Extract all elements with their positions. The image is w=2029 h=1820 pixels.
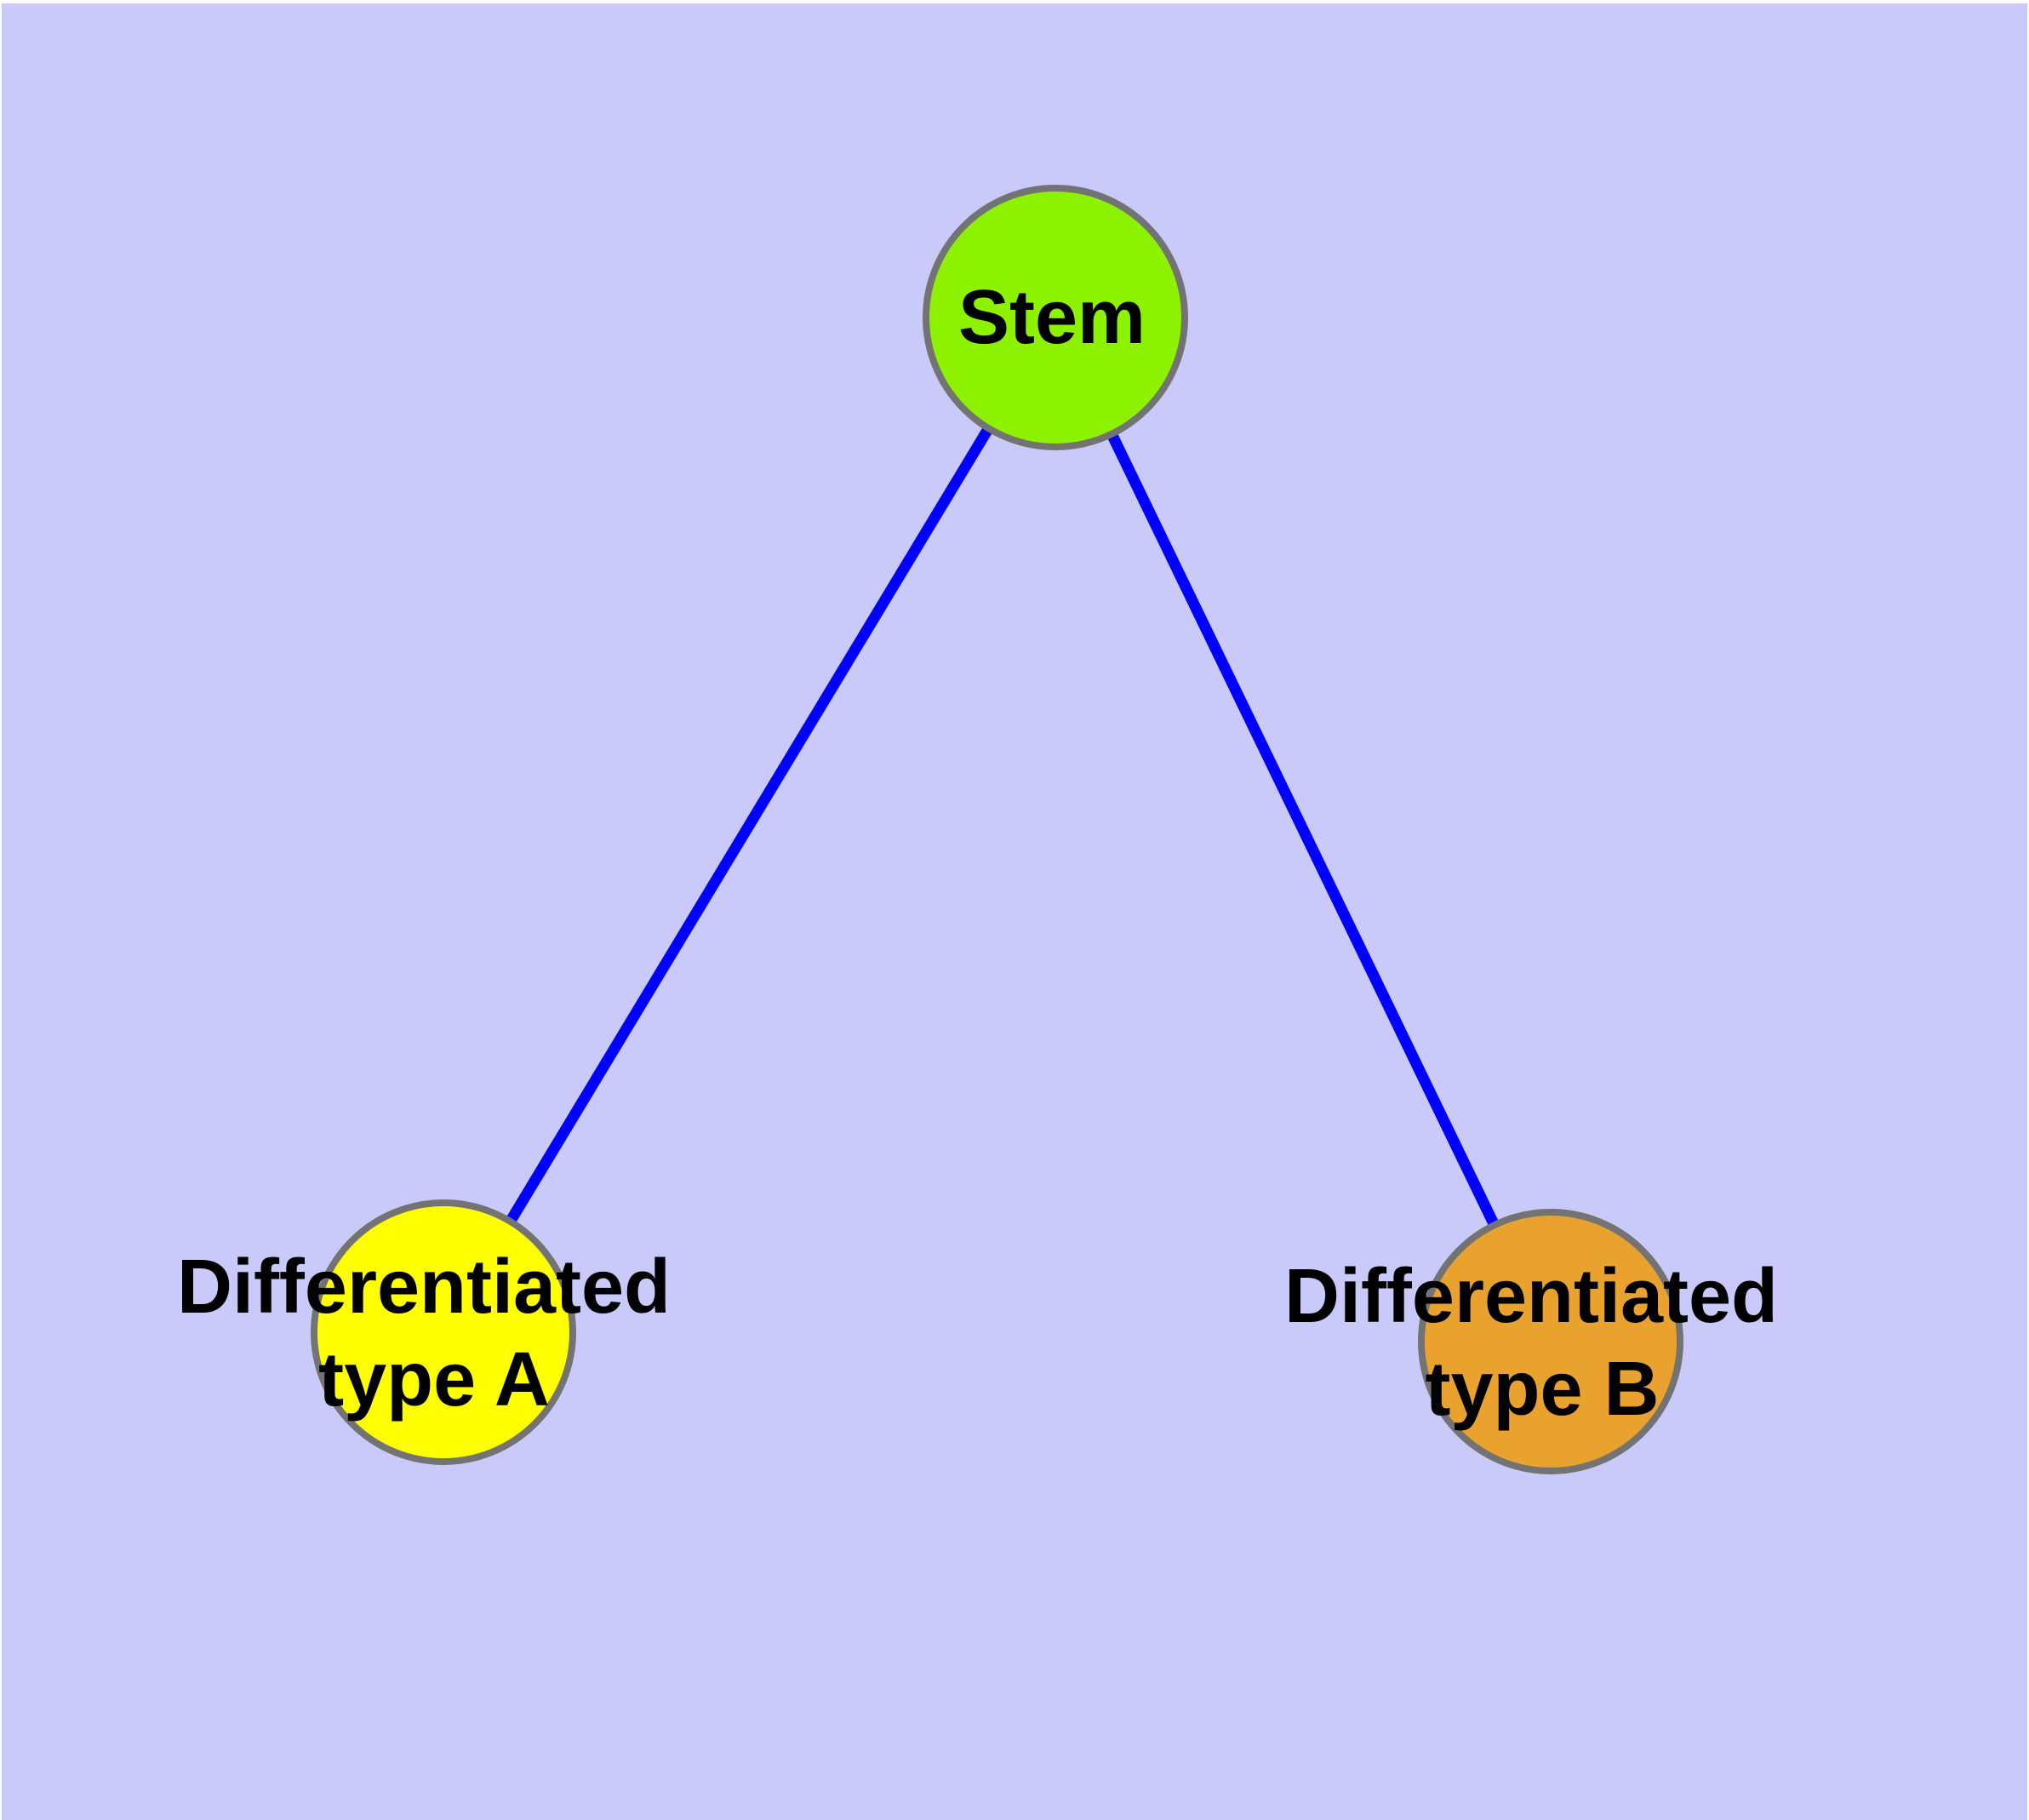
node-group [311,185,1683,1474]
edge-stem-to-type-a [438,314,1060,1336]
node-type-a [311,1199,576,1465]
node-type-b [1418,1209,1683,1474]
node-stem-label: Stem [958,275,1146,360]
node-type-b-label-line2: type B [1425,1347,1659,1432]
label-group: Stem Differentiated type A Differentiate… [177,275,1778,1432]
node-type-a-label-line1: Differentiated [177,1245,671,1330]
node-type-b-label-line1: Differentiated [1284,1254,1778,1339]
node-type-a-label-line2: type A [318,1337,550,1422]
node-stem [923,185,1188,450]
edge-group [438,314,1556,1344]
edge-stem-to-type-b [1050,315,1556,1344]
